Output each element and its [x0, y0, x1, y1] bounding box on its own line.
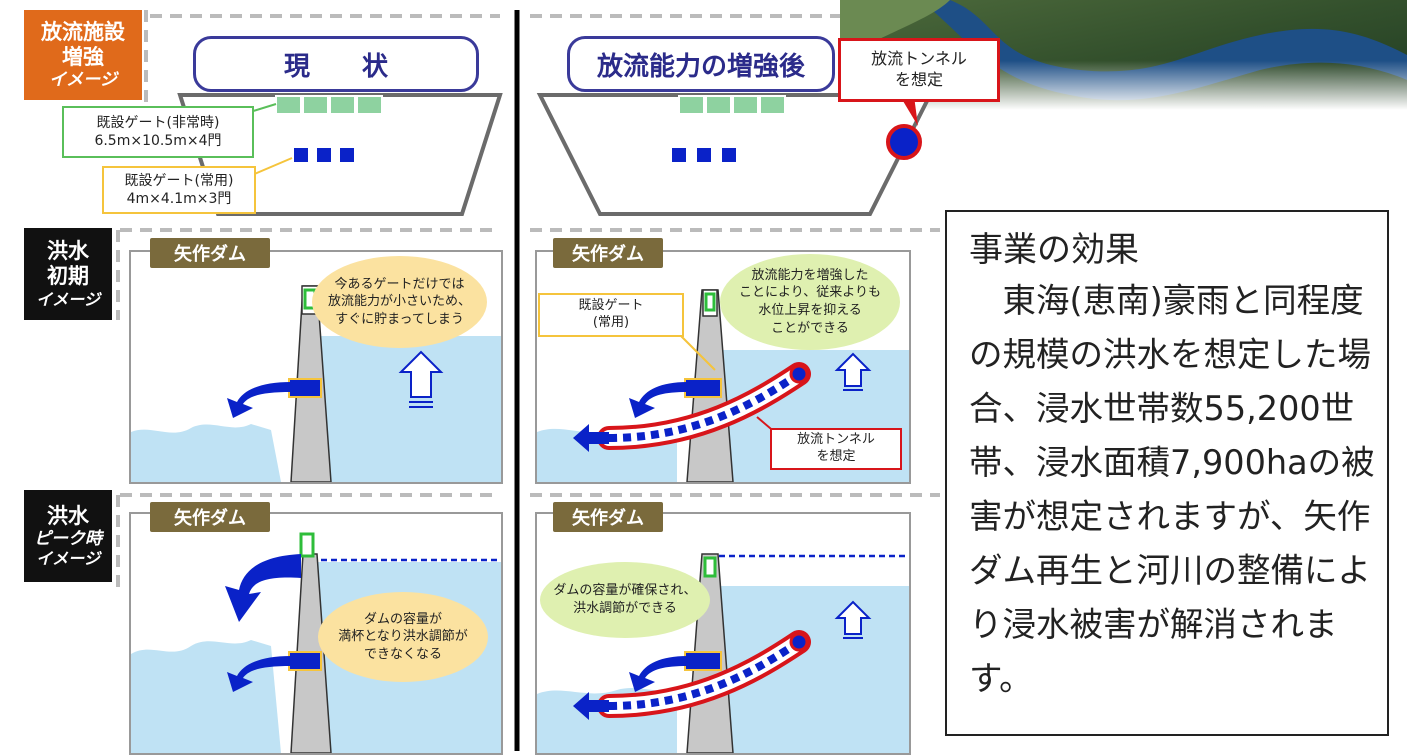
effect-body: 東海(恵南)豪雨と同程度の規模の洪水を想定した場合、浸水世帯数55,200世帯、…: [969, 281, 1375, 698]
bubble-line: 洪水調節ができる: [573, 601, 677, 616]
bubble-early-after: 放流能力を増強した ことにより、従来よりも 水位上昇を抑える ことができる: [720, 254, 900, 350]
early-current-scene: [131, 285, 501, 482]
row-label-facility: 放流施設 増強 イメージ: [24, 10, 142, 100]
row-label-line: ピーク時: [34, 528, 102, 549]
bubble-peak-after: ダムの容量が確保され、 洪水調節ができる: [540, 562, 710, 638]
callout-gate-regular-mid: 既設ゲート (常用): [538, 293, 684, 337]
row-label-line: 初期: [47, 264, 89, 289]
bubble-line: 今あるゲートだけでは: [334, 276, 465, 292]
bubble-line: できなくなる: [363, 646, 442, 662]
dam-tag: 矢作ダム: [150, 238, 270, 268]
callout-regular-gate: 既設ゲート(常用) 4m×4.1m×3門: [102, 166, 256, 214]
dam-cross-sections: [177, 93, 934, 216]
effect-title: 事業の効果: [969, 230, 1139, 270]
dam-tag: 矢作ダム: [553, 238, 663, 268]
callout-line: 既設ゲート(非常時): [96, 114, 220, 131]
callout-line: 放流トンネル: [797, 432, 875, 448]
bubble-line: ことができる: [771, 320, 849, 336]
bubble-line: ダムの容量が: [363, 611, 442, 627]
bubble-peak-current: ダムの容量が 満杯となり洪水調節が できなくなる: [318, 592, 488, 682]
callout-line: 4m×4.1m×3門: [126, 191, 232, 207]
callout-line: を想定: [816, 449, 856, 464]
dam-tag: 矢作ダム: [553, 502, 663, 532]
callout-line: (常用): [592, 315, 630, 330]
bubble-line: すぐに貯まってしまう: [335, 311, 464, 327]
bubble-line: 水位上昇を抑える: [758, 303, 862, 318]
callout-emergency-gate: 既設ゲート(非常時) 6.5m×10.5m×4門: [62, 106, 254, 158]
row-label-line: 洪水: [47, 239, 89, 264]
bubble-line: 放流能力が小さいため、: [327, 294, 471, 310]
bubble-early-current: 今あるゲートだけでは 放流能力が小さいため、 すぐに貯まってしまう: [312, 256, 487, 348]
aerial-photo: [840, 0, 1407, 110]
row-label-line: イメージ: [36, 549, 100, 569]
callout-line: 既設ゲート: [578, 298, 644, 314]
callout-line: 6.5m×10.5m×4門: [94, 133, 222, 149]
dam-tag: 矢作ダム: [150, 502, 270, 532]
row-label-line: 増強: [62, 44, 104, 69]
header-after: 放流能力の増強後: [567, 36, 835, 92]
bubble-line: ことにより、従来よりも: [739, 285, 881, 301]
callout-tunnel-mid: 放流トンネル を想定: [770, 428, 902, 470]
callout-line: 既設ゲート(常用): [124, 172, 234, 189]
bubble-line: ダムの容量が確保され、: [553, 583, 697, 599]
row-label-line: イメージ: [36, 289, 100, 309]
bubble-line: 満杯となり洪水調節が: [338, 629, 468, 645]
row-label-line: 放流施設: [41, 19, 125, 44]
row-label-early: 洪水 初期 イメージ: [24, 228, 112, 320]
bubble-line: 放流能力を増強した: [751, 267, 869, 283]
callout-tunnel-top: 放流トンネル を想定: [838, 38, 1000, 102]
early-after-scene: [537, 289, 909, 482]
callout-line: を想定: [894, 70, 943, 89]
callout-line: 放流トンネル: [871, 49, 967, 69]
row-label-line: 洪水: [47, 503, 89, 528]
header-current: 現 状: [193, 36, 479, 92]
effect-box: 事業の効果 東海(恵南)豪雨と同程度の規模の洪水を想定した場合、浸水世帯数55,…: [945, 210, 1389, 736]
row-label-peak: 洪水 ピーク時 イメージ: [24, 490, 112, 582]
row-label-line: イメージ: [49, 69, 117, 90]
